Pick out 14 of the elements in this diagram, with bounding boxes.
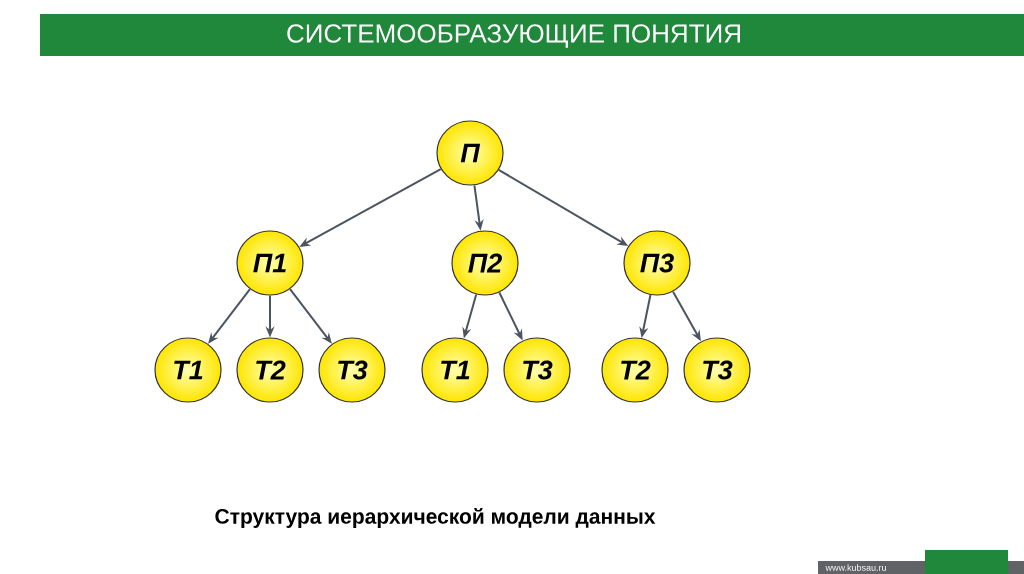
circle-node: Т3 — [683, 337, 751, 403]
circle-node: П3 — [623, 230, 691, 296]
circle-node: П1 — [236, 230, 304, 296]
footer-bar: www.kubsau.ru — [818, 550, 1024, 574]
caption: Структура иерархической модели данных — [215, 508, 656, 528]
circle-node: Т3 — [318, 337, 386, 403]
circle-node: Т2 — [236, 337, 304, 403]
circle-node: П — [436, 120, 504, 186]
circle-node: Т3 — [503, 337, 571, 403]
title-banner: СИСТЕМООБРАЗУЮЩИЕ ПОНЯТИЯ — [40, 14, 1024, 56]
circle-node: Т1 — [154, 337, 222, 403]
circle-node: П2 — [451, 230, 519, 296]
circle-node: Т2 — [601, 337, 669, 403]
circle-node: Т1 — [421, 337, 489, 403]
